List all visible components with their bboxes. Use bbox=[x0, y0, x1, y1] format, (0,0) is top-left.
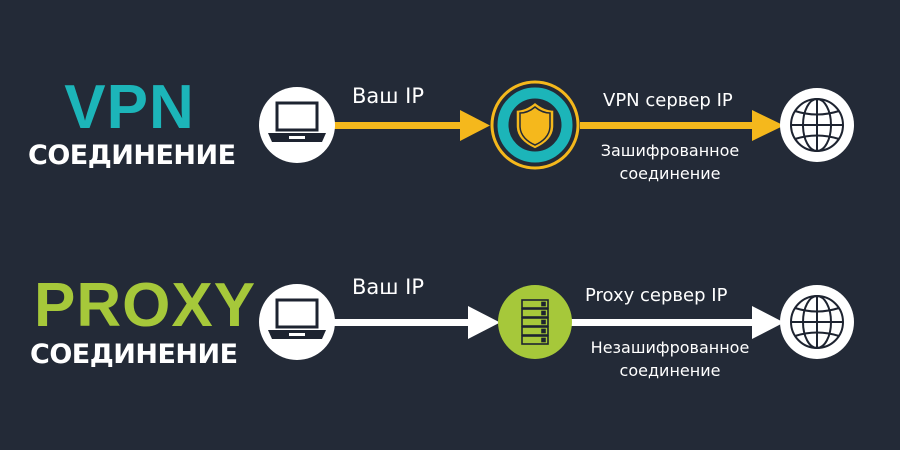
server-icon bbox=[521, 299, 549, 345]
proxy-laptop-node bbox=[259, 284, 335, 360]
vpn-note-line2: соединение bbox=[619, 164, 721, 183]
vpn-laptop-node bbox=[259, 87, 335, 163]
vpn-subtitle: СОЕДИНЕНИЕ bbox=[28, 140, 236, 171]
vpn-destination-node bbox=[780, 88, 854, 162]
laptop-icon bbox=[268, 101, 326, 142]
proxy-unencrypted-note: Незашифрованное соединение bbox=[570, 336, 770, 382]
vpn-server-node bbox=[490, 80, 580, 170]
proxy-note-line2: соединение bbox=[619, 361, 721, 380]
proxy-your-ip-label: Ваш IP bbox=[352, 275, 425, 299]
vpn-arrow-2 bbox=[580, 110, 784, 141]
proxy-arrow-1 bbox=[330, 306, 500, 339]
globe-icon bbox=[790, 98, 844, 152]
laptop-icon bbox=[268, 298, 326, 339]
proxy-destination-node bbox=[780, 285, 854, 359]
proxy-title: PROXY bbox=[34, 271, 257, 340]
vpn-title: VPN bbox=[64, 73, 195, 142]
proxy-subtitle: СОЕДИНЕНИЕ bbox=[30, 339, 238, 370]
vpn-server-ip-label: VPN сервер IP bbox=[603, 90, 733, 111]
globe-icon bbox=[790, 295, 844, 349]
proxy-note-line1: Незашифрованное bbox=[590, 338, 750, 357]
vpn-your-ip-label: Ваш IP bbox=[352, 84, 425, 108]
vpn-encrypted-note: Зашифрованное соединение bbox=[580, 139, 760, 185]
proxy-arrow-2 bbox=[570, 306, 784, 339]
proxy-server-node bbox=[498, 285, 572, 359]
vpn-note-line1: Зашифрованное bbox=[600, 141, 740, 160]
shield-icon bbox=[515, 101, 555, 150]
proxy-server-ip-label: Proxy сервер IP bbox=[585, 285, 728, 306]
vpn-arrow-1 bbox=[330, 110, 490, 141]
